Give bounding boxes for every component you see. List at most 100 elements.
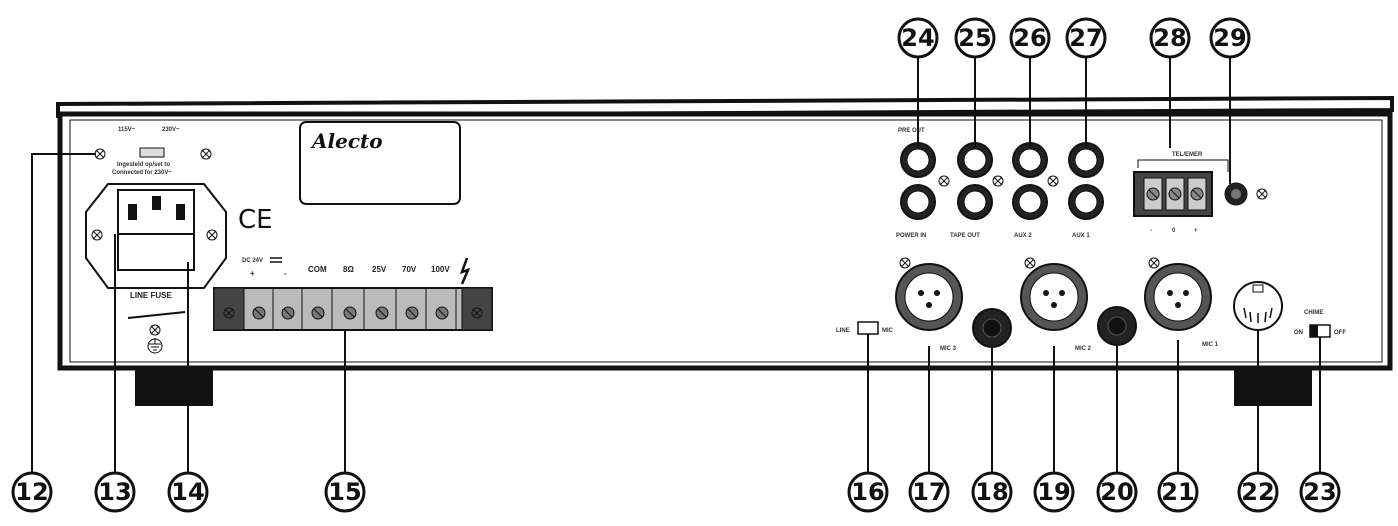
callout-25: 25 [954, 17, 996, 59]
screw-icon [899, 257, 911, 269]
leader-lines [31, 48, 1321, 472]
line-mic-switch[interactable]: LINE MIC [836, 321, 894, 335]
terminal-screw[interactable] [311, 306, 325, 320]
mic3-jack[interactable] [972, 308, 1012, 348]
terminal-screw[interactable] [252, 306, 266, 320]
label-tape-out: TAPE OUT [950, 233, 980, 239]
callout-17: 17 [908, 471, 950, 513]
callout-number: 28 [1153, 24, 1186, 52]
speaker-terminals[interactable]: DC 24V + - COM 8Ω 25V 70V 100V [213, 257, 493, 331]
voltage-note-2: Connected for 230V~ [112, 170, 172, 176]
callout-19: 19 [1033, 471, 1075, 513]
chime-switch[interactable]: CHIME ON OFF [1294, 310, 1346, 338]
voltage-note: Ingesteld op/set to [117, 162, 170, 168]
callout-14: 14 [167, 471, 209, 513]
label-25v: 25V [372, 265, 387, 274]
callout-27: 27 [1065, 17, 1107, 59]
chime-din-socket[interactable] [1233, 281, 1283, 331]
label-tel-minus: - [1150, 228, 1152, 234]
voltage-switch[interactable] [139, 147, 165, 158]
terminal-screw[interactable] [343, 306, 357, 320]
label-mic1: MIC 1 [1202, 342, 1219, 348]
callout-number: 16 [851, 478, 884, 506]
rca-jack[interactable] [1068, 184, 1104, 220]
callout-number: 18 [975, 478, 1008, 506]
callout-21: 21 [1157, 471, 1199, 513]
mic2-jack[interactable] [1097, 306, 1137, 346]
label-chime: CHIME [1304, 310, 1323, 316]
terminal-screw[interactable] [281, 306, 295, 320]
brand-plate: Alecto [299, 121, 461, 205]
callout-16: 16 [847, 471, 889, 513]
rca-jacks[interactable]: PRE OUT POWER IN TAPE OUT AUX 2 AUX 1 [896, 128, 1104, 239]
fuse-holder[interactable] [117, 233, 195, 271]
callout-20: 20 [1096, 471, 1138, 513]
left-foot [135, 368, 213, 406]
callout-15: 15 [324, 471, 366, 513]
rca-jack[interactable] [1012, 184, 1048, 220]
terminal-screw[interactable] [375, 306, 389, 320]
screw-icon [1148, 257, 1160, 269]
label-minus: - [284, 269, 287, 278]
callout-23: 23 [1299, 471, 1341, 513]
ce-mark: CE [238, 205, 273, 235]
callout-number: 19 [1037, 478, 1070, 506]
screw-icon [200, 148, 212, 160]
label-tel-plus: + [1194, 228, 1198, 234]
label-8ohm: 8Ω [343, 265, 354, 274]
rca-jack[interactable] [957, 184, 993, 220]
rca-jack[interactable] [900, 184, 936, 220]
xlr-input[interactable] [1020, 263, 1088, 331]
screw-icon [1256, 188, 1268, 200]
xlr-inputs[interactable] [895, 257, 1212, 331]
screw-icon [1047, 175, 1059, 187]
label-230v: 230V~ [162, 127, 180, 133]
voltage-selector: 115V~ 230V~ Ingesteld op/set to Connecte… [94, 127, 212, 176]
label-pre-out: PRE OUT [898, 128, 925, 134]
terminal-screw[interactable] [435, 306, 449, 320]
chassis [56, 95, 1394, 406]
rca-jack[interactable] [1068, 142, 1104, 178]
rca-jack[interactable] [900, 142, 936, 178]
callout-number: 12 [15, 478, 48, 506]
callout-13: 13 [94, 471, 136, 513]
xlr-input[interactable] [1144, 263, 1212, 331]
callout-22: 22 [1237, 471, 1279, 513]
label-line: LINE [836, 328, 850, 334]
label-aux1: AUX 1 [1072, 233, 1090, 239]
label-off: OFF [1334, 330, 1346, 336]
callout-numbers: 12 13 14 15 16 17 18 19 20 21 22 23 24 25 26 27 28 29 [11, 17, 1341, 513]
callout-number: 26 [1013, 24, 1046, 52]
ground-icon [147, 338, 163, 354]
callout-number: 27 [1069, 24, 1102, 52]
screw-icon [992, 175, 1004, 187]
callout-number: 21 [1161, 478, 1194, 506]
screw-icon [223, 307, 235, 319]
rca-jack[interactable] [1012, 142, 1048, 178]
line-fuse-label: LINE FUSE [130, 291, 172, 300]
callout-number: 17 [912, 478, 945, 506]
screw-icon [471, 307, 483, 319]
callout-24: 24 [897, 17, 939, 59]
xlr-input[interactable] [895, 263, 963, 331]
label-aux2: AUX 2 [1014, 233, 1032, 239]
label-tel-zero: 0 [1172, 228, 1176, 234]
hazard-icon [459, 257, 471, 285]
callout-29: 29 [1209, 17, 1251, 59]
callout-number: 22 [1241, 478, 1274, 506]
callout-number: 13 [98, 478, 131, 506]
label-power-in: POWER IN [896, 233, 926, 239]
screw-icon [938, 175, 950, 187]
tel-emer-terminal[interactable]: TEL/EMER - 0 + [1133, 152, 1268, 234]
rca-jack[interactable] [957, 142, 993, 178]
callout-number: 29 [1213, 24, 1246, 52]
label-on: ON [1294, 330, 1303, 336]
callout-26: 26 [1009, 17, 1051, 59]
terminal-screw[interactable] [405, 306, 419, 320]
screw-icon [1024, 257, 1036, 269]
label-com: COM [308, 265, 327, 274]
screw-icon [91, 229, 103, 241]
power-inlet[interactable]: LINE FUSE [85, 183, 227, 354]
screw-icon [206, 229, 218, 241]
label-mic3: MIC 3 [940, 346, 957, 352]
